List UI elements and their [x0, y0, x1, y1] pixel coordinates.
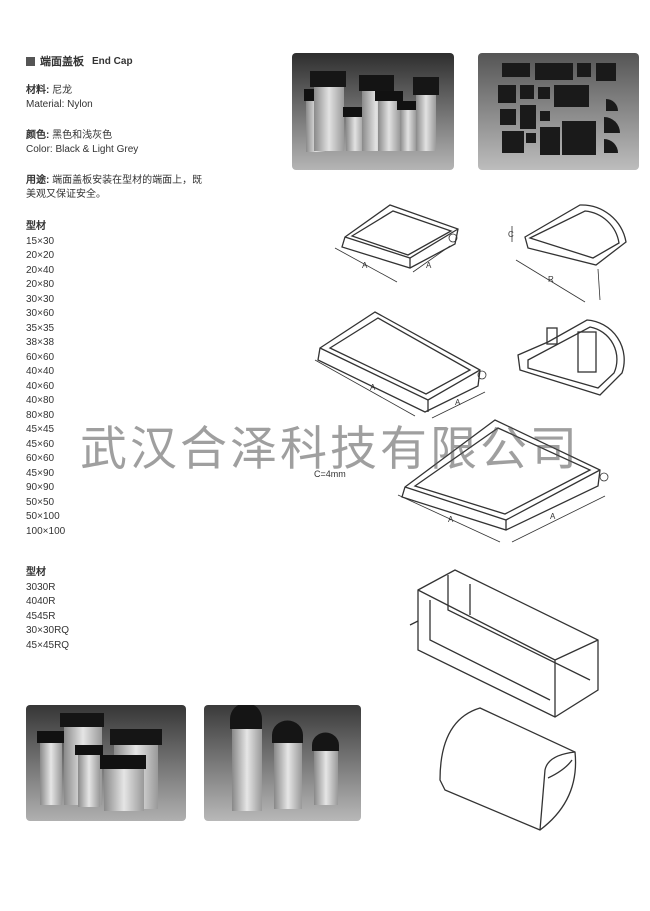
profile-size-item: 45×90: [26, 467, 55, 479]
profile-size-item: 45×45RQ: [26, 639, 70, 651]
photo-end-cap-assortment: [478, 53, 639, 170]
profile-size-item: 20×20: [26, 250, 55, 261]
profile-size-item: 100×100: [26, 525, 66, 537]
profile-size-item: 20×40: [26, 264, 55, 276]
dim-a-label-3: A: [370, 383, 376, 392]
profile-size-item: 30×30RQ: [26, 625, 70, 636]
bullet-square-icon: [26, 56, 35, 66]
dim-a-label-5: A: [448, 515, 454, 524]
drawing-cap-inner-view: [517, 319, 625, 396]
drawing-cap-long: [317, 311, 481, 413]
usage-line1: 端面盖板安装在型材的端面上，既: [52, 175, 203, 186]
profile-size-item: 50×50: [26, 496, 55, 508]
drawing-profile-slot-cap: [417, 569, 599, 718]
profile-size-item: 40×60: [26, 380, 55, 392]
dim-a-label-2: A: [426, 261, 432, 270]
watermark-text: 武汉合泽科技有限公司: [80, 422, 580, 477]
profile-size-item: 38×38: [26, 337, 55, 348]
profile-list-1: 型材 15×30 20×20 20×40 20×80 30×30 30×60 35×35 38…: [26, 220, 65, 539]
profile-size-item: 4040R: [26, 596, 56, 607]
color-label: 颜色:: [26, 130, 50, 141]
profile-list-2-heading: 型材: [26, 567, 46, 578]
photo-round-end-caps: [204, 705, 361, 821]
drawing-cap-square: [341, 204, 459, 269]
photo-profiles-with-caps: [26, 705, 186, 821]
usage-line2: 美观又保证安全。: [26, 189, 106, 200]
profile-size-item: 40×40: [26, 366, 55, 377]
material-label: 材料:: [26, 85, 50, 96]
profile-size-item: 45×60: [26, 438, 55, 450]
drawing-rounded-cap: [439, 707, 577, 831]
profile-size-item: 15×30: [26, 235, 55, 247]
profile-size-item: 40×80: [26, 395, 55, 406]
dim-a-label-4: A: [455, 398, 461, 407]
title-cn: 端面盖板: [40, 56, 84, 68]
profile-size-item: 35×35: [26, 322, 55, 334]
usage-block: 用途: 端面盖板安装在型材的端面上，既 美观又保证安全。: [26, 174, 202, 202]
usage-label: 用途:: [26, 175, 50, 186]
profile-size-item: 30×60: [26, 308, 55, 319]
c-dimension-note: C=4mm: [314, 469, 346, 479]
dim-c-label: C: [508, 230, 514, 239]
profile-size-item: 3030R: [26, 581, 56, 593]
title-en: End Cap: [92, 55, 133, 67]
profile-size-item: 60×60: [26, 453, 55, 464]
profile-size-item: 45×45: [26, 424, 55, 435]
profile-size-item: 20×80: [26, 279, 55, 290]
material-value-cn: 尼龙: [52, 85, 73, 96]
technical-drawings: A A C R A A A A: [314, 204, 627, 831]
drawing-cap-round: [524, 204, 627, 266]
material-en: Material: Nylon: [26, 99, 93, 110]
material-block: 材料: 尼龙 Material: Nylon: [26, 84, 93, 112]
profile-size-item: 4545R: [26, 610, 56, 622]
profile-size-item: 30×30: [26, 293, 55, 305]
profile-size-item: 90×90: [26, 482, 55, 493]
profile-list-2: 型材 3030R 4040R 4545R 30×30RQ 45×45RQ: [26, 566, 69, 653]
section-title: 端面盖板 End Cap: [26, 53, 133, 69]
dim-a-label-6: A: [550, 512, 556, 521]
dim-r-label: R: [548, 275, 554, 284]
color-en: Color: Black & Light Grey: [26, 144, 139, 155]
profile-size-item: 60×60: [26, 351, 55, 363]
color-block: 颜色: 黑色和浅灰色 Color: Black & Light Grey: [26, 129, 138, 157]
color-value-cn: 黑色和浅灰色: [52, 130, 113, 141]
profile-size-item: 80×80: [26, 409, 55, 421]
profile-size-item: 50×100: [26, 511, 60, 522]
dim-a-label-1: A: [362, 261, 368, 270]
photo-end-caps-on-profiles: [292, 53, 454, 170]
profile-list-1-heading: 型材: [26, 221, 46, 232]
